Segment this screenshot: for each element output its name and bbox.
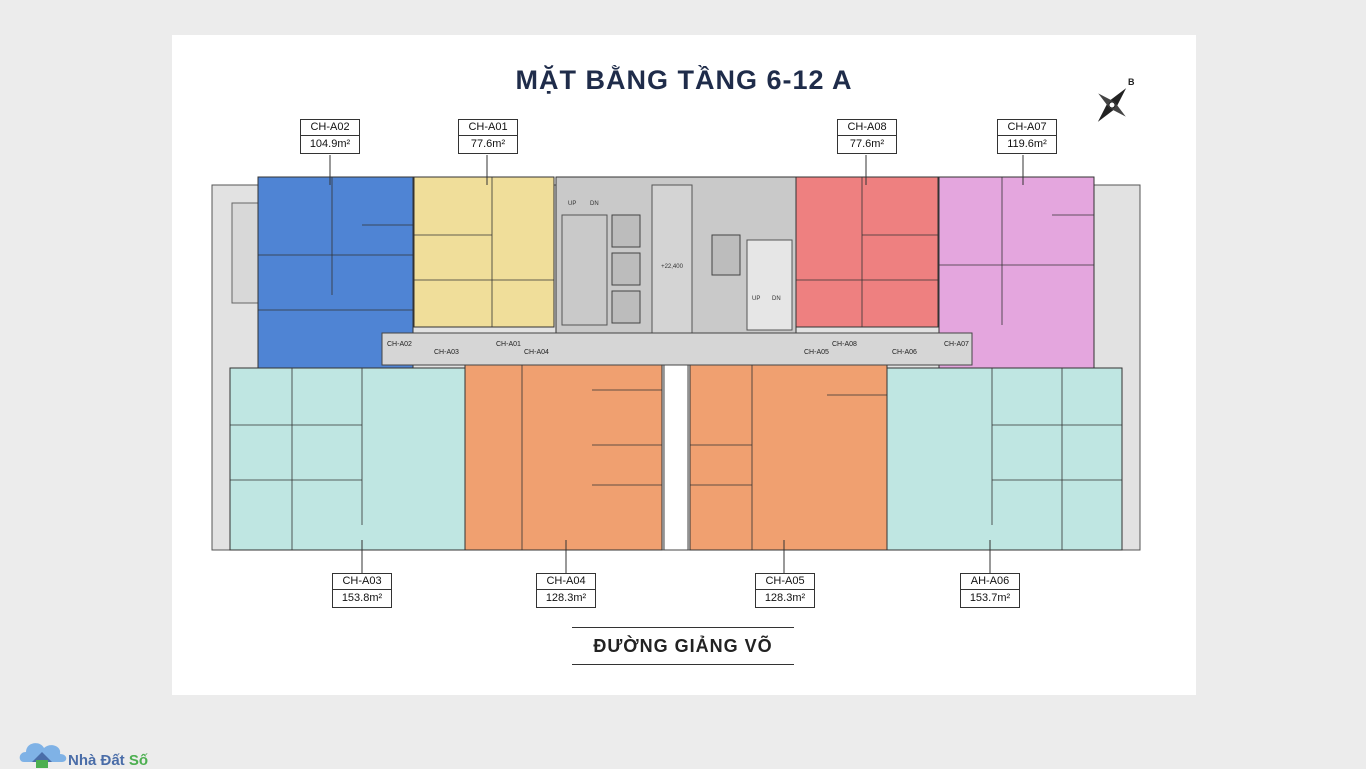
unit-code: CH-A02 (301, 120, 359, 136)
corridor-marker: CH-A03 (434, 349, 459, 356)
unit-label-ch-a04[interactable]: CH-A04 128.3m² (536, 573, 596, 608)
unit-code: AH-A06 (961, 574, 1019, 590)
floor-plan-drawing: +22,400 UP DN UP DN (211, 77, 1141, 575)
unit-label-ah-a06[interactable]: AH-A06 153.7m² (960, 573, 1020, 608)
corridor-marker: CH-A05 (804, 349, 829, 356)
unit-area: 128.3m² (545, 592, 587, 604)
unit-code: CH-A04 (537, 574, 595, 590)
house-cloud-logo-icon (19, 743, 67, 768)
unit-area: 128.3m² (764, 592, 806, 604)
unit-area: 119.6m² (1007, 138, 1047, 150)
logo-text: Nhà Đất Số (68, 752, 149, 769)
unit-area: 153.8m² (341, 592, 383, 604)
plan-title: MẶT BẰNG TẦNG 6-12 A (515, 65, 853, 95)
unit-zone-ch-a01 (413, 176, 555, 328)
svg-text:+22,400: +22,400 (661, 264, 684, 270)
svg-text:DN: DN (590, 201, 599, 207)
unit-label-ch-a08[interactable]: CH-A08 77.6m² (837, 119, 897, 154)
unit-label-ch-a05[interactable]: CH-A05 128.3m² (755, 573, 815, 608)
unit-code: CH-A07 (998, 120, 1056, 136)
unit-code: CH-A08 (838, 120, 896, 136)
unit-zone-ch-a05 (689, 364, 888, 551)
corridor-marker: CH-A08 (832, 341, 857, 348)
unit-area: 153.7m² (969, 592, 1011, 604)
floor-plan-sheet: MẶT BẰNG TẦNG 6-12 A +22,400 UP DN UP DN (172, 35, 1196, 695)
unit-zone-ch-a03 (229, 367, 466, 551)
corridor-marker: CH-A02 (387, 341, 412, 348)
unit-area: 77.6m² (849, 138, 885, 150)
svg-text:DN: DN (772, 296, 781, 302)
unit-area: 104.9m² (309, 138, 351, 150)
svg-text:UP: UP (568, 201, 576, 207)
street-name: ĐƯỜNG GIẢNG VÕ (572, 627, 794, 665)
unit-label-ch-a01[interactable]: CH-A01 77.6m² (458, 119, 518, 154)
corridor-marker: CH-A01 (496, 341, 521, 348)
unit-label-ch-a03[interactable]: CH-A03 153.8m² (332, 573, 392, 608)
unit-zone-ch-a04 (464, 364, 663, 551)
corridor-marker: CH-A06 (892, 349, 917, 356)
compass-icon: B (1097, 77, 1135, 122)
unit-area: 77.6m² (470, 138, 506, 150)
unit-zone-ah-a06 (886, 367, 1123, 551)
unit-zone-ch-a08 (795, 176, 939, 328)
corridor (381, 332, 973, 366)
svg-text:B: B (1128, 77, 1135, 87)
unit-code: CH-A05 (756, 574, 814, 590)
unit-label-ch-a02[interactable]: CH-A02 104.9m² (300, 119, 360, 154)
svg-text:UP: UP (752, 296, 760, 302)
unit-label-ch-a07[interactable]: CH-A07 119.6m² (997, 119, 1057, 154)
corridor-marker: CH-A04 (524, 349, 549, 356)
unit-code: CH-A01 (459, 120, 517, 136)
unit-code: CH-A03 (333, 574, 391, 590)
corridor-marker: CH-A07 (944, 341, 969, 348)
